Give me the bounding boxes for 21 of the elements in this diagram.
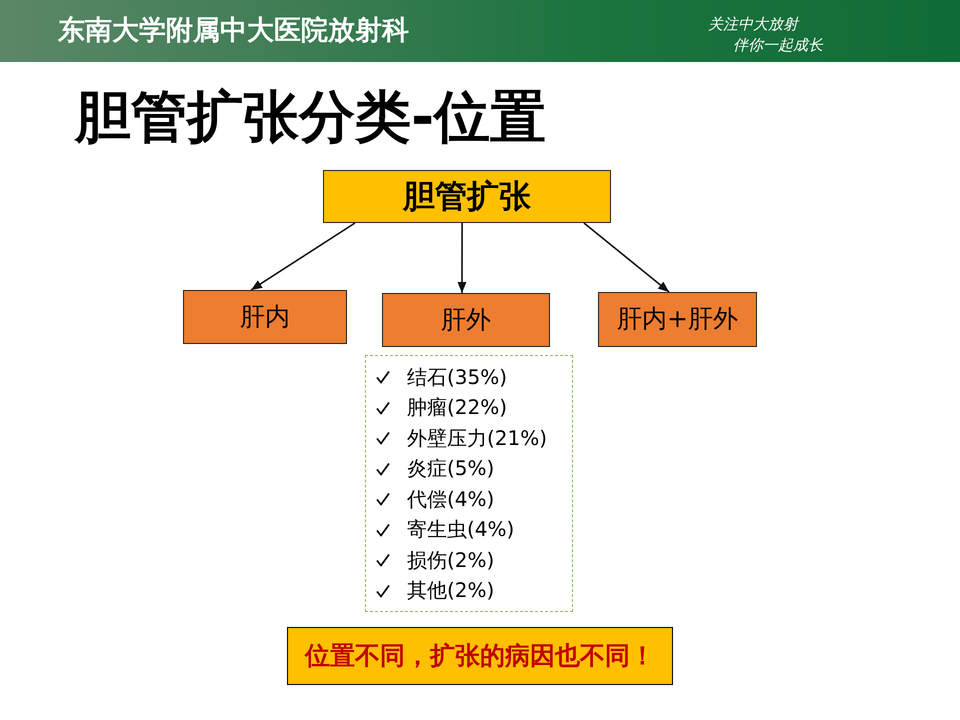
header-text: 东南大学附属中大医院放射科 <box>58 15 409 46</box>
slide-title: 胆管扩张分类-位置 <box>75 86 546 150</box>
root-box: 胆管扩张 <box>323 170 611 223</box>
list-item: 外壁压力(21%) <box>407 426 548 450</box>
list-item: 结石(35%) <box>407 366 508 389</box>
list-item: 肿瘤(22%) <box>407 396 508 420</box>
list-item: 寄生虫(4%) <box>407 518 514 542</box>
category-box: 肝外 <box>382 293 550 347</box>
list-item: 其他(2%) <box>407 579 494 602</box>
list-item: 损伤(2%) <box>407 548 494 572</box>
arrow <box>458 223 466 293</box>
category-box: 肝内 <box>183 290 347 344</box>
list-item: 炎症(5%) <box>407 457 494 480</box>
list-item: 代偿(4%) <box>407 488 494 511</box>
arrow <box>583 222 670 293</box>
category-box: 肝内+肝外 <box>598 292 757 347</box>
note-box: 位置不同，扩张的病因也不同！ <box>287 627 673 685</box>
slogan-text: 关注中大放射 <box>708 16 798 34</box>
slogan-text: 伴你一起成长 <box>733 37 823 54</box>
arrow <box>250 222 356 291</box>
list-box <box>365 355 573 612</box>
